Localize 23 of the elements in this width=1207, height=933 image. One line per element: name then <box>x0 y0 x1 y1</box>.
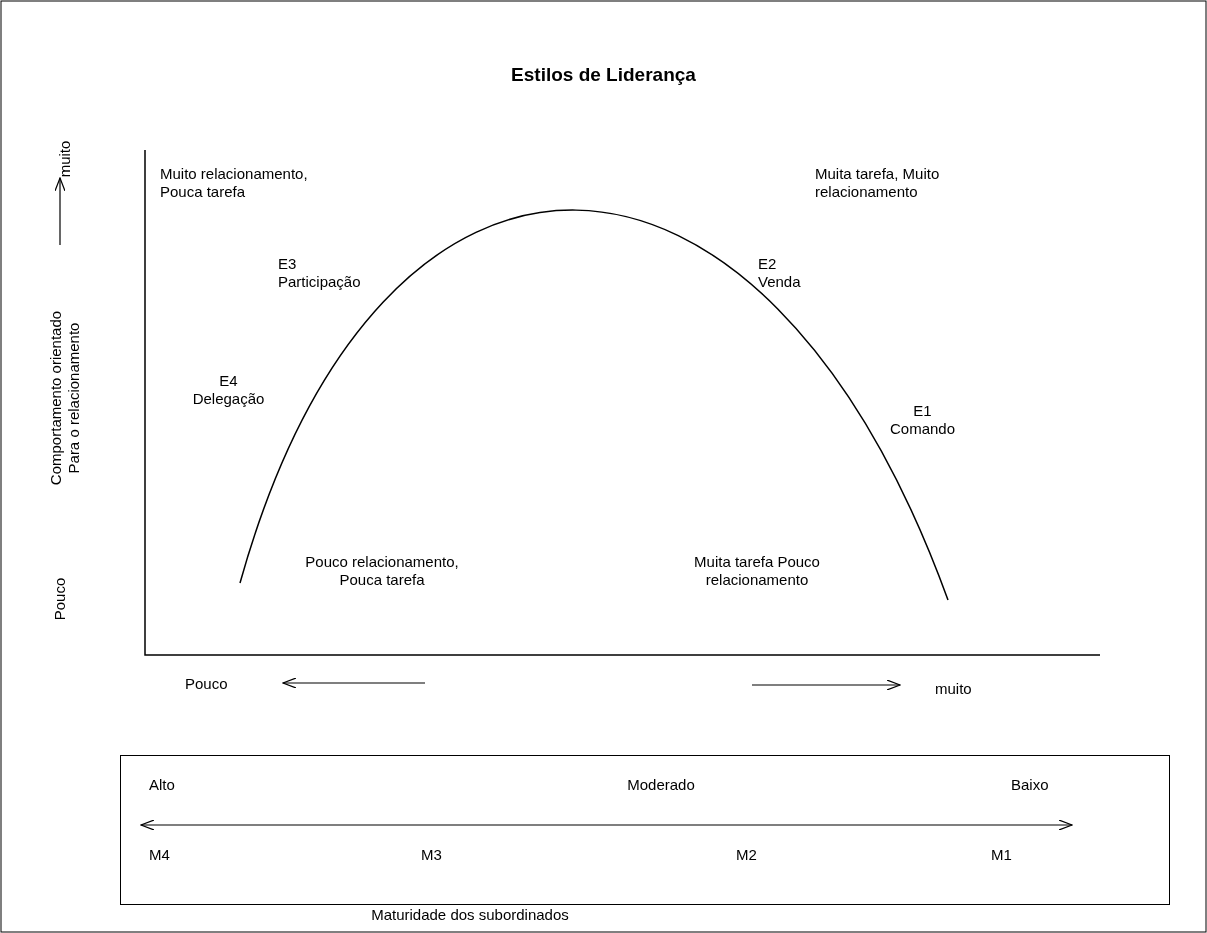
axis-label: muito <box>935 680 973 698</box>
scale-label: Baixo <box>1011 776 1050 794</box>
style-label: E4 Delegação <box>191 372 266 408</box>
maturity-level: M3 <box>421 846 443 864</box>
scale-label: Alto <box>149 776 176 794</box>
maturity-level: M4 <box>149 846 171 864</box>
quadrant-label: Pouco relacionamento, Pouca tarefa <box>304 553 460 589</box>
quadrant-label: Muita tarefa Pouco relacionamento <box>693 553 821 589</box>
maturity-level: M1 <box>991 846 1013 864</box>
axis-title: Comportamento orientado Para o relacionamento <box>47 309 83 488</box>
quadrant-label: Muito relacionamento, Pouca tarefa <box>160 165 309 201</box>
style-label: E1 Comando <box>888 402 956 438</box>
scale-label: Moderado <box>626 776 696 794</box>
style-label: E3 Participação <box>278 255 362 291</box>
maturity-level: M2 <box>736 846 758 864</box>
axis-label: Pouco <box>51 576 69 623</box>
axis-label: muito <box>56 139 74 180</box>
quadrant-label: Muita tarefa, Muito relacionamento <box>815 165 941 201</box>
style-label: E2 Venda <box>758 255 802 291</box>
scale-box <box>120 755 1170 905</box>
axis-label: Pouco <box>185 675 229 693</box>
chart-title: Estilos de Liderança <box>510 66 697 84</box>
scale-caption: Maturidade dos subordinados <box>370 906 570 924</box>
